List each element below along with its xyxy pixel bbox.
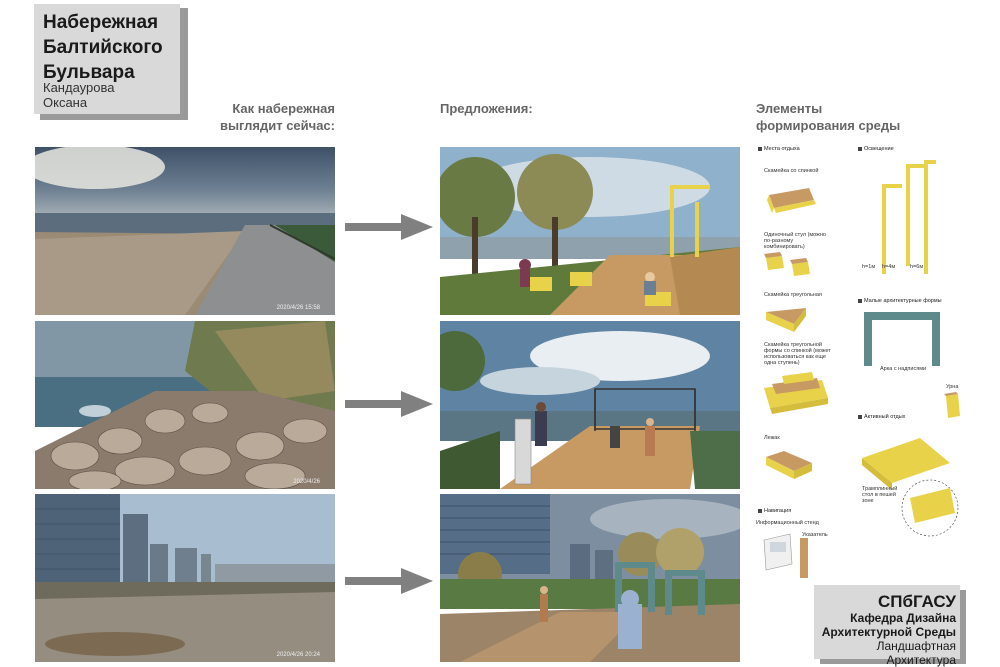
lounger-icon [766,451,812,479]
title-line: Балтийского [43,37,163,58]
university-name: СПбГАСУ [877,592,956,611]
label-sign: Указатель [802,532,828,538]
department-line: Кафедра Дизайна [850,611,956,625]
info-stand-icon [763,533,808,578]
program-name: Ландшафтная Архитектура [876,639,956,667]
footer-credits: СПбГАСУ Кафедра Дизайна Архитектурной Ср… [814,592,956,667]
photo-timestamp: 2020/4/26 [293,479,320,485]
render-proposal-plaza [440,494,740,662]
author-first-name: Оксана [43,95,88,110]
footer-box [814,585,960,659]
elements-panel: Места отдыха Скамейка со спинкой Одиночн… [750,140,975,580]
pouf-icon [764,252,810,276]
label-height-2: h=4м [882,264,896,270]
author-surname: Кандаурова [43,80,115,95]
title-line: Набережная [43,12,159,33]
label-triangle-bench-back: Скамейка треугольной формы со спинкой (м… [764,342,831,366]
bin-icon [944,392,960,418]
category-seating: Места отдыха [758,146,800,152]
label-trampoline: Трамплинный стол в пешей зоне [862,486,898,504]
label-height-1: h=1м [862,264,876,270]
header-line: выглядит сейчас: [219,118,335,133]
bench-back-icon [767,188,816,213]
photo-timestamp: 2020/4/26 15:58 [277,305,321,311]
arch-icon [864,312,940,366]
category-navigation: Навигация [758,508,791,514]
category-lighting: Освещение [858,146,894,152]
title-line: Бульвара [43,62,135,83]
header-line: формирования среды [756,118,901,133]
title-box [34,4,180,114]
label-info-stand: Информационный стенд [756,520,819,526]
arrow-right-icon [345,214,433,240]
label-bin: Урна [946,384,959,390]
trampoline-table-icon [862,438,959,537]
category-small-forms: Малые архитектурные формы [858,298,942,304]
label-pouf: Одиночный стул (можно по-разному комбини… [764,232,826,250]
triangle-bench-back-icon [764,372,828,414]
photo-current-lot: 2020/4/26 20:24 [35,494,335,662]
label-triangle-bench: Скамейка треугольная [764,292,822,298]
photo-current-rocks: 2020/4/26 [35,321,335,489]
triangle-bench-icon [766,308,806,332]
arrow-right-icon [345,391,433,417]
header-proposals: Предложения: [440,101,533,116]
department-line: Архитектурной Среды [821,625,956,639]
category-active-rest: Активный отдых [858,414,905,420]
render-proposal-deck [440,147,740,315]
photo-timestamp: 2020/4/26 20:24 [277,652,321,658]
label-lounger: Лежак [764,435,780,441]
label-arch: Арка с надписями [880,366,927,372]
render-proposal-pavilion [440,321,740,489]
label-height-3: h=6м [910,264,924,270]
header-line: Как набережная [232,101,335,116]
author-name: Кандаурова Оксана [43,80,114,110]
label-bench-back: Скамейка со спинкой [764,168,819,174]
street-lamp-icon [882,160,936,274]
header-current-state: Как набережная выглядит сейчас: [200,100,335,134]
header-line: Элементы [756,101,823,116]
page-title: Набережная Балтийского Бульвара [43,10,181,85]
arrow-right-icon [345,568,433,594]
photo-current-path: 2020/4/26 15:58 [35,147,335,315]
header-elements: Элементы формирования среды [756,100,900,134]
